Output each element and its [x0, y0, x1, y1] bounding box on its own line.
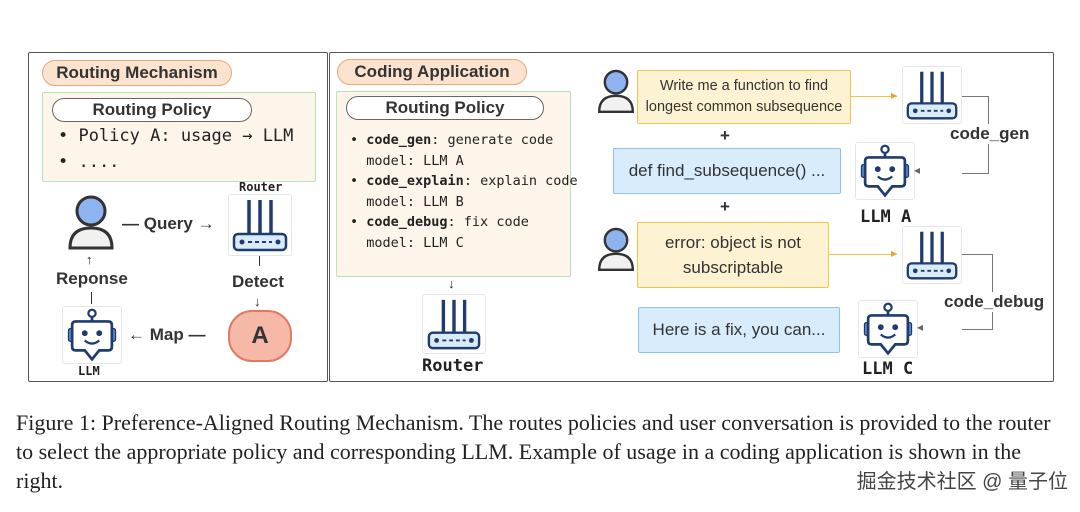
left-router-card: [228, 194, 292, 256]
figure-caption: Figure 1: Preference-Aligned Routing Mec…: [16, 410, 1051, 493]
coding-application-title: Coding Application: [337, 59, 527, 85]
routing-mechanism-title: Routing Mechanism: [42, 60, 232, 86]
policy-key: code_gen: [366, 132, 432, 148]
msg1-to-router-line: [851, 96, 897, 97]
robot-icon: [857, 143, 913, 199]
route1-arrow-head: ◂: [914, 163, 921, 177]
policy-node-label: A: [251, 322, 269, 349]
llm-c-card: [858, 300, 918, 358]
user-message-2-text: error: object is not subscriptable: [664, 233, 802, 277]
router-icon: [424, 296, 484, 352]
llm-a-label: LLM A: [860, 207, 912, 227]
msg2-to-router-head: ▸: [891, 246, 898, 260]
router-icon: [904, 68, 960, 122]
plus-2: +: [720, 197, 730, 216]
user-icon: [66, 194, 116, 250]
right-policy-title: Routing Policy: [346, 96, 544, 120]
policy-desc: : generate code: [431, 132, 554, 148]
left-llm-label: LLM: [78, 364, 100, 378]
response-label: Reponse: [56, 269, 128, 288]
robot-icon: [64, 307, 120, 363]
detect-arrow-head: ↓: [254, 294, 261, 309]
policy-model: model: LLM B: [366, 193, 464, 210]
response-arrow-head: ↑: [86, 252, 93, 267]
left-router-label: Router: [239, 180, 283, 194]
user-icon: [596, 226, 636, 272]
msg2-to-router-line: [829, 254, 897, 255]
llm-a-card: [855, 142, 915, 200]
policy-code-explain: • code_explain: explain code model: LLM …: [350, 173, 578, 210]
policy-code-gen: • code_gen: generate code model: LLM A: [350, 132, 554, 169]
router-card-2: [902, 226, 962, 284]
policy-to-router-arrow: ↓: [448, 276, 455, 291]
plus-1: +: [720, 126, 730, 145]
policy-desc: : fix code: [447, 214, 529, 230]
user-icon: [596, 68, 636, 114]
router-card-1: [902, 66, 962, 124]
router-icon: [230, 196, 290, 254]
policy-model: model: LLM A: [366, 152, 464, 169]
map-label: Map: [149, 325, 184, 344]
route-label-2: code_debug: [942, 292, 1047, 312]
policy-node-a: A: [228, 310, 292, 362]
policy-model: model: LLM C: [366, 234, 464, 251]
query-arrow-label: — Query →: [122, 214, 215, 233]
policy-code-debug: • code_debug: fix code model: LLM C: [350, 214, 529, 251]
detect-label: Detect: [232, 272, 284, 291]
route2-arrow-head: ◂: [917, 320, 924, 334]
policy-key: code_explain: [366, 173, 464, 189]
llm-c-label: LLM C: [862, 359, 914, 379]
llm-reply-1: def find_subsequence() ...: [613, 148, 841, 194]
msg1-to-router-head: ▸: [891, 88, 898, 102]
right-policy-box: [336, 91, 571, 277]
detect-arrow-line: [259, 256, 260, 266]
router-icon: [904, 228, 960, 282]
user-message-2: error: object is not subscriptable: [637, 222, 829, 288]
right-router-label: Router: [422, 356, 484, 376]
left-policy-line-2: • ....: [58, 152, 120, 172]
policy-desc: : explain code: [463, 173, 578, 189]
watermark: 掘金技术社区 @ 量子位: [856, 471, 1068, 493]
right-router-card: [422, 294, 486, 354]
route-label-1: code_gen: [948, 124, 1032, 144]
user-message-1-text: Write me a function to find longest comm…: [645, 78, 843, 115]
robot-icon: [860, 301, 916, 357]
query-label: Query: [143, 214, 193, 233]
llm-reply-2-text: Here is a fix, you can...: [652, 320, 826, 339]
response-arrow-line: [91, 292, 92, 304]
left-llm-card: [62, 306, 122, 364]
llm-reply-1-text: def find_subsequence() ...: [628, 161, 826, 180]
map-arrow-label: ← Map —: [128, 325, 206, 344]
left-policy-title: Routing Policy: [52, 98, 252, 122]
user-message-1: Write me a function to find longest comm…: [637, 70, 851, 124]
llm-reply-2: Here is a fix, you can...: [638, 307, 840, 353]
left-policy-line-1: • Policy A: usage → LLM: [58, 126, 294, 146]
policy-key: code_debug: [366, 214, 448, 230]
